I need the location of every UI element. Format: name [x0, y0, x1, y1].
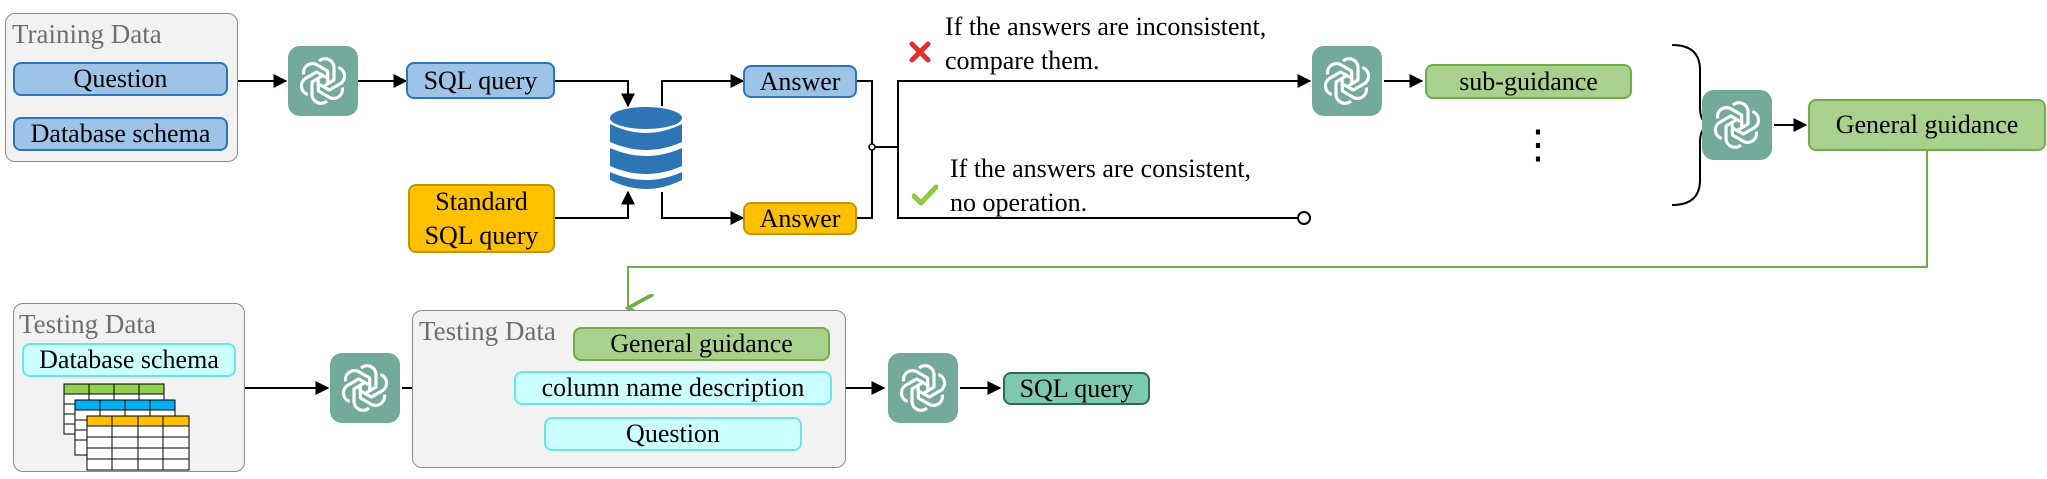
line-answer-top-merge	[857, 80, 873, 147]
arrow-db-to-answer-top	[661, 74, 745, 106]
consistent-note: If the answers are consistent, no operat…	[950, 152, 1251, 220]
openai-logo-icon	[888, 353, 958, 423]
training-schema-box: Database schema	[13, 117, 228, 151]
testing-schema-box: Database schema	[22, 343, 236, 377]
training-data-title: Training Data	[12, 19, 162, 49]
testing-general-guidance-box: General guidance	[573, 327, 830, 361]
inconsistent-note-line2: compare them.	[945, 46, 1100, 75]
arrow-branch-inconsistent	[897, 74, 1312, 147]
consistent-note-line2: no operation.	[950, 188, 1088, 217]
merge-dot	[868, 143, 876, 151]
final-sql-query-box: SQL query	[1003, 372, 1150, 405]
ellipsis-vertical: ⋮	[1518, 122, 1558, 167]
testing-question-box: Question	[544, 417, 802, 451]
line-answer-bottom-merge	[857, 147, 873, 219]
database-icon	[610, 107, 682, 189]
general-guidance-box: General guidance	[1808, 99, 2046, 151]
cross-icon	[909, 41, 931, 63]
openai-logo-icon	[1702, 90, 1772, 160]
openai-logo-icon	[1312, 46, 1382, 116]
column-description-box: column name description	[514, 371, 832, 405]
arrow-standard-to-db	[555, 190, 635, 219]
check-icon	[912, 184, 938, 206]
answer-bottom-box: Answer	[743, 202, 857, 235]
line-branch-consistent	[897, 147, 1298, 219]
answer-top-box: Answer	[743, 65, 857, 98]
openai-logo-icon	[288, 46, 358, 116]
arrow-sql-to-db	[555, 80, 635, 108]
guidance-feedback-line	[628, 151, 1928, 308]
arrow-db-to-answer-bottom	[661, 192, 745, 225]
testing-data-left-title: Testing Data	[19, 309, 156, 339]
openai-logo-icon	[330, 353, 400, 423]
sql-query-box: SQL query	[406, 62, 555, 99]
testing-data-right-title: Testing Data	[419, 316, 556, 346]
standard-sql-line2: SQL query	[424, 220, 539, 250]
standard-sql-line1: Standard	[435, 186, 528, 216]
training-question-box: Question	[13, 62, 228, 96]
table-stack-icon	[63, 383, 190, 471]
consistent-note-line1: If the answers are consistent,	[950, 154, 1252, 183]
end-dot	[1297, 211, 1311, 225]
standard-sql-box: Standard SQL query	[408, 184, 555, 253]
sub-guidance-box: sub-guidance	[1425, 64, 1632, 99]
inconsistent-note-line1: If the answers are inconsistent,	[945, 12, 1267, 41]
inconsistent-note: If the answers are inconsistent, compare…	[945, 10, 1266, 78]
